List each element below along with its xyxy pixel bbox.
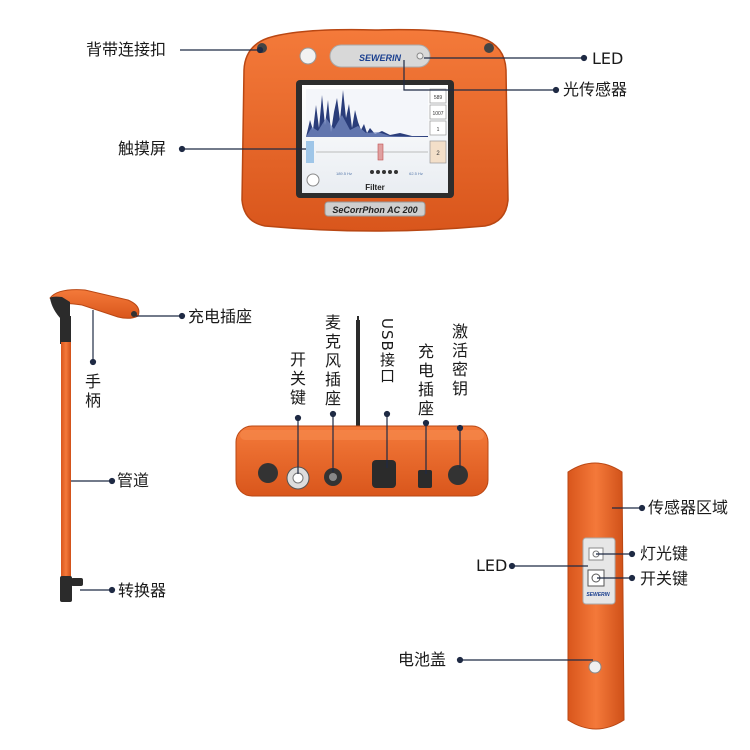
label-mic-socket: 麦克风插座 [324, 313, 341, 408]
label-led-top: LED [592, 49, 624, 68]
label-power-button: 开关键 [640, 569, 689, 588]
strap-buckle-right [484, 43, 494, 53]
label-light-button: 灯光键 [640, 544, 689, 563]
remote-unit [567, 462, 625, 730]
screen-value-1: 589 [434, 95, 443, 101]
screen-value-4: 2 [436, 151, 440, 157]
screen-filter-label: Filter [365, 183, 385, 192]
charge-socket-handle [131, 311, 137, 317]
battery-cover-screw [588, 660, 602, 674]
label-touchscreen: 触摸屏 [118, 139, 167, 158]
label-charge-socket-handle: 充电插座 [188, 307, 253, 326]
label-sensor-area: 传感器区域 [648, 498, 729, 517]
emblem-icon [299, 47, 317, 65]
screen-right-freq: 62.5 Hz [409, 171, 423, 176]
label-strap-buckle: 背带连接扣 [86, 40, 167, 59]
label-handle: 手柄 [84, 372, 101, 410]
screen-value-2: 1007 [432, 111, 443, 117]
screen-left-freq: 189.5 Hz [336, 171, 352, 176]
main-unit [241, 28, 509, 232]
screen-value-3: 1 [437, 127, 440, 133]
label-light-sensor: 光传感器 [563, 80, 628, 99]
adapter-body [60, 576, 72, 602]
activation-key-body [448, 465, 468, 485]
logo-strip [329, 44, 431, 68]
remote-brand-logo: SEWERIN [586, 592, 610, 598]
leader-lines [71, 46, 646, 664]
led-indicator [416, 52, 424, 60]
model-name: SeCorrPhon AC 200 [332, 205, 417, 215]
label-usb-port: USB接口 [378, 318, 396, 384]
model-plate [324, 201, 426, 217]
brand-logo: SEWERIN [359, 53, 402, 63]
label-battery-cover: 电池盖 [398, 650, 447, 669]
connector-panel [235, 316, 489, 497]
left-knob [258, 463, 278, 483]
usb-port-cover [372, 460, 396, 488]
label-led-remote: LED [476, 556, 508, 575]
label-charge-socket-panel: 充电插座 [417, 342, 434, 418]
charge-socket-panel-body [418, 470, 432, 488]
handle-tube-unit [49, 289, 140, 602]
label-power-switch: 开关键 [289, 350, 306, 407]
label-tube: 管道 [117, 471, 150, 490]
label-adapter: 转换器 [118, 581, 167, 600]
label-activation-key: 激活密钥 [451, 322, 468, 398]
